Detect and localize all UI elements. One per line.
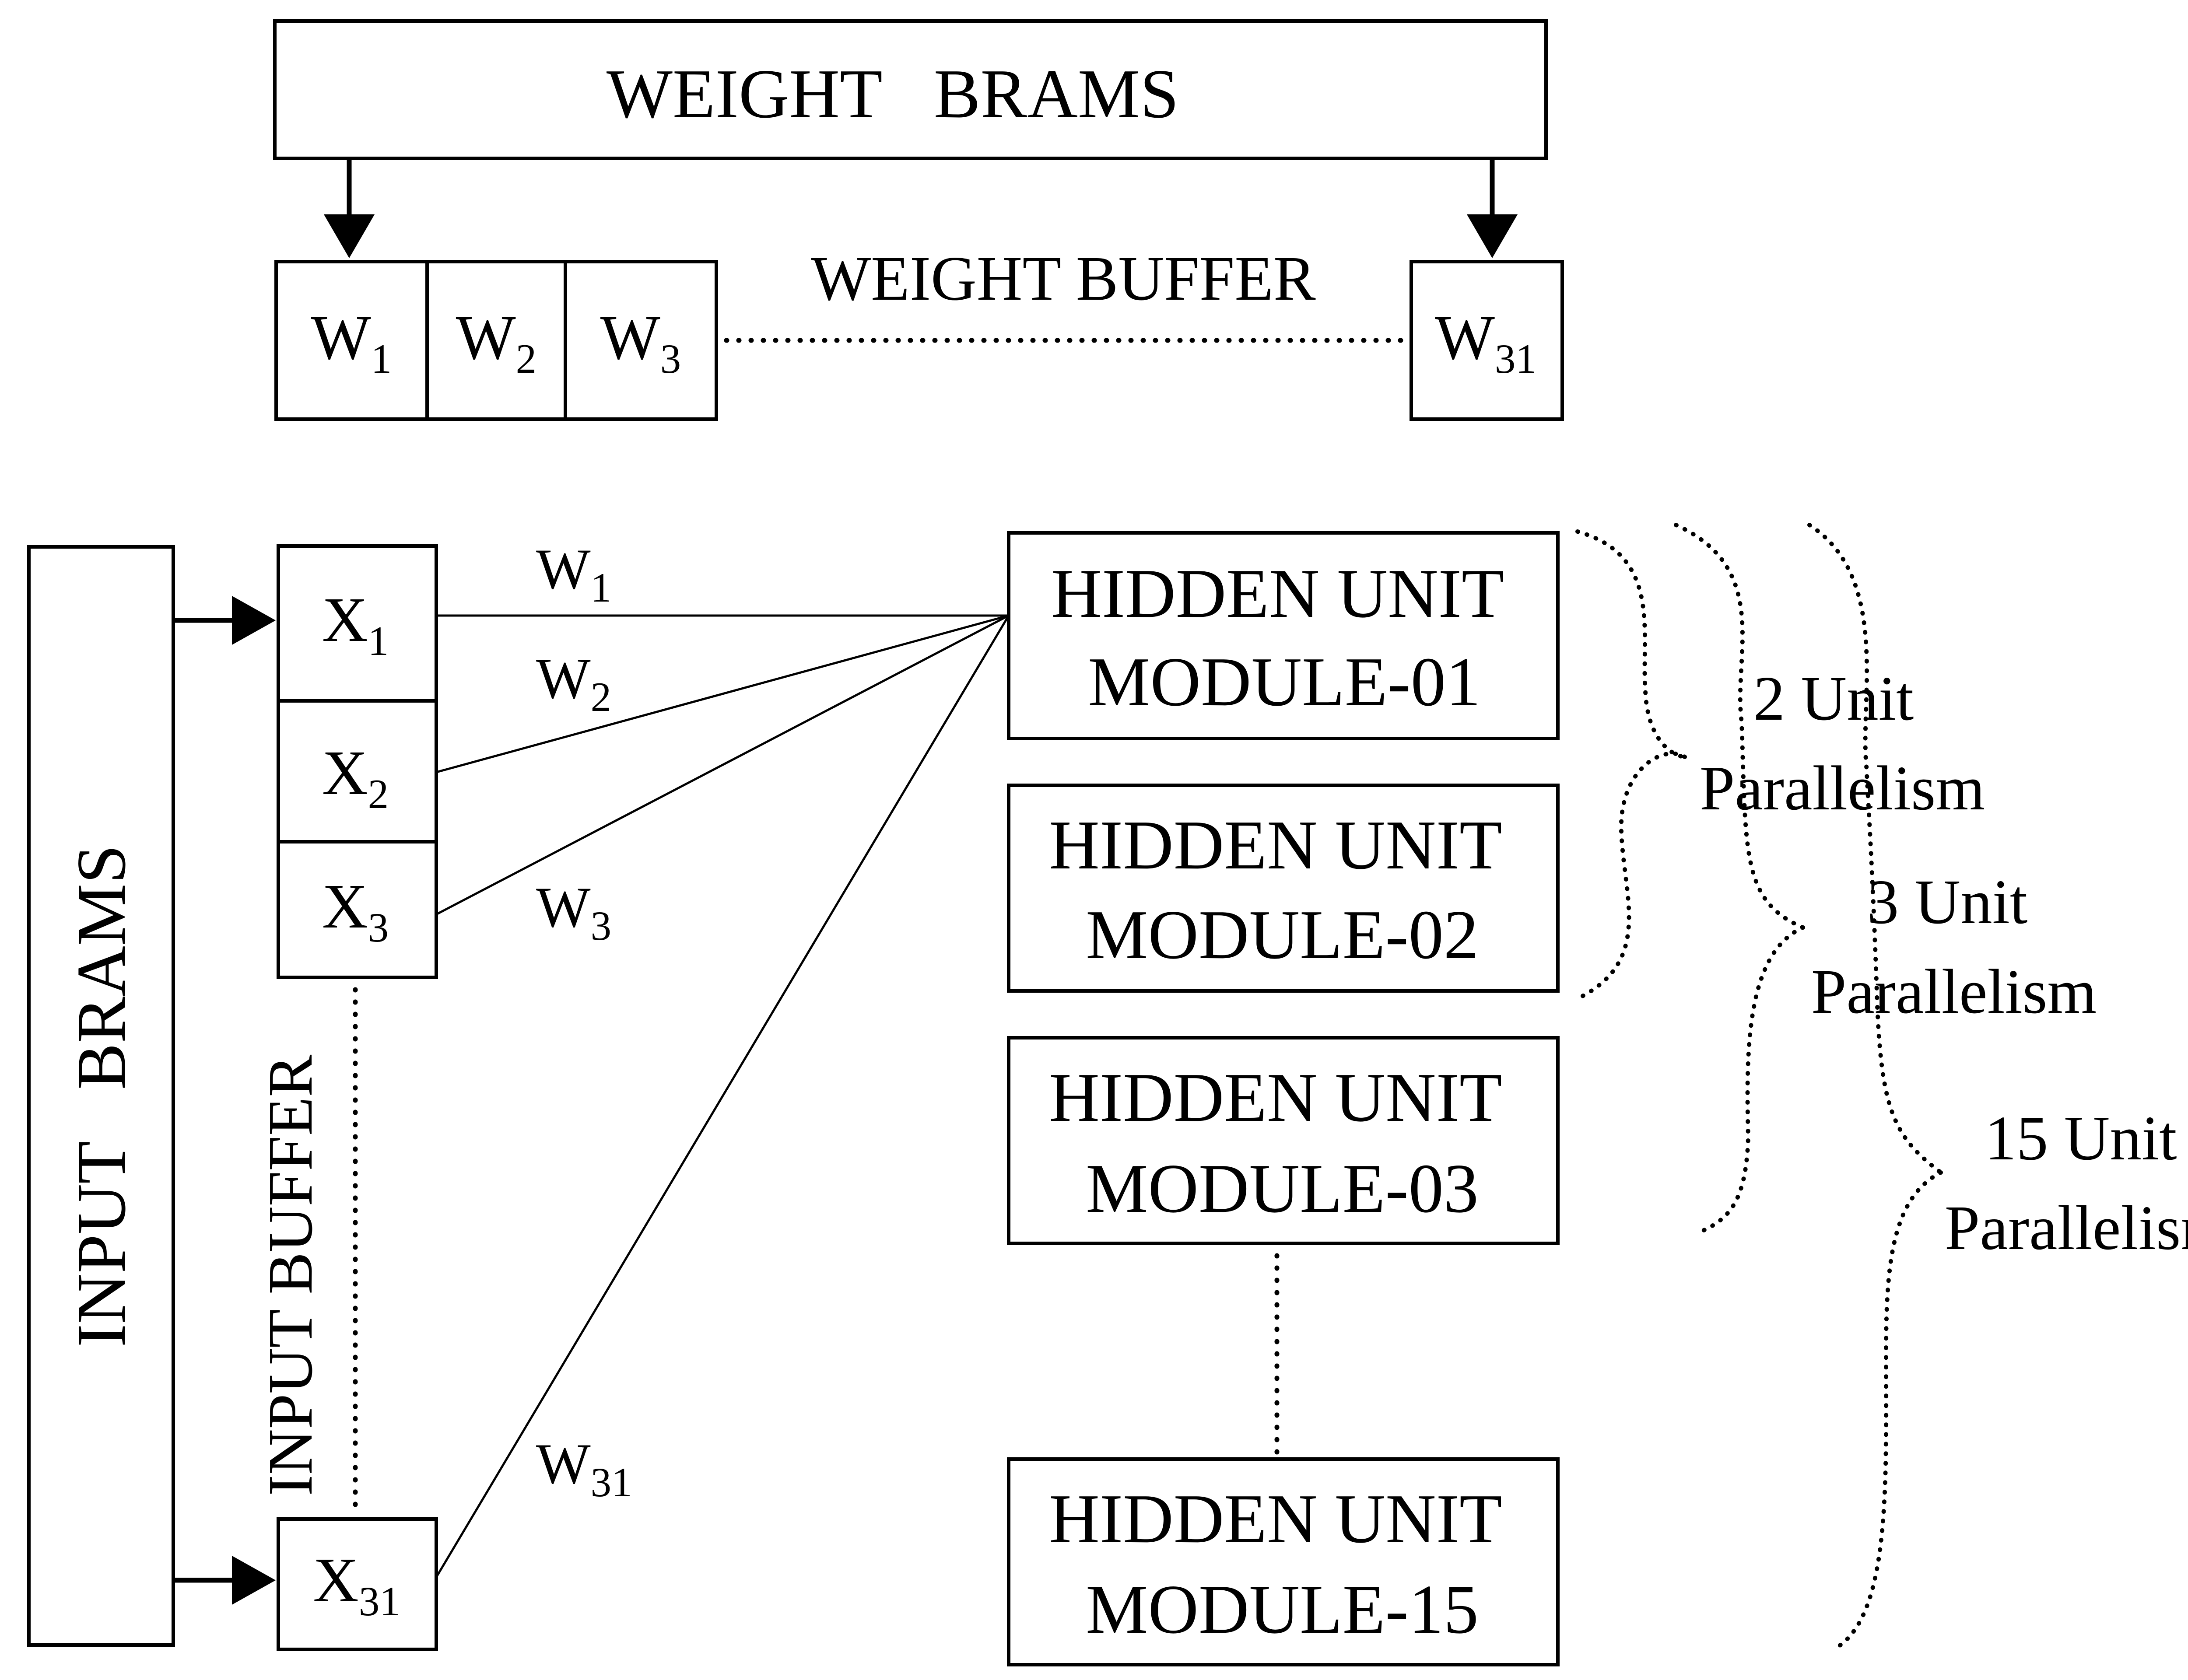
weight-cell-31-label: W31 [1435, 303, 1536, 382]
input-cell-2-label: X2 [322, 738, 389, 817]
weight-cell-1 [274, 260, 429, 421]
input-cell-3-label: X3 [322, 872, 389, 951]
input-cell-1 [277, 544, 438, 703]
connection-w31-label: W31 [536, 1432, 632, 1505]
parallelism-braces: 2 Unit Parallelism 3 Unit Parallelism 15… [1573, 523, 2188, 1652]
module-03-line1: HIDDEN UNIT [1049, 1058, 1502, 1136]
connection-w3-label: W3 [536, 875, 611, 949]
weight-cell-3 [564, 260, 718, 421]
input-cell-31 [277, 1517, 438, 1651]
parallelism-2-line2: Parallelism [1700, 753, 1985, 823]
parallelism-15-line2: Parallelism [1945, 1193, 2188, 1263]
weight-brams-block [273, 19, 1548, 160]
brace-15-unit [1807, 523, 1943, 1652]
module-15-line2: MODULE-15 [1086, 1570, 1479, 1648]
weight-cell-1-label: W1 [311, 303, 392, 382]
hidden-unit-module-01: HIDDEN UNIT MODULE-01 [1007, 531, 1560, 740]
input-cell-1-label: X1 [322, 585, 389, 664]
weight-brams-label: WEIGHT BRAMS [607, 55, 1179, 133]
weight-buffer: W1 W2 W3 W31 WEIGHT BUFFER [274, 244, 1564, 421]
connection-w3 [435, 614, 1010, 916]
weight-cell-2 [425, 260, 567, 421]
parallelism-15-line1: 15 Unit [1985, 1103, 2177, 1173]
module-15-line1: HIDDEN UNIT [1049, 1480, 1502, 1558]
brace-3-unit [1674, 523, 1805, 1236]
connection-w31 [435, 615, 1010, 1578]
weight-cell-31 [1410, 260, 1564, 421]
parallelism-2-line1: 2 Unit [1753, 664, 1914, 734]
input-cell-2 [277, 699, 438, 844]
hidden-unit-module-02: HIDDEN UNIT MODULE-02 [1007, 784, 1560, 993]
weighted-connections: W1 W2 W3 W31 [435, 537, 1010, 1578]
weight-buffer-label: WEIGHT BUFFER [811, 244, 1316, 314]
input-brams-label: INPUT BRAMS [62, 845, 140, 1347]
module-02-line1: HIDDEN UNIT [1049, 806, 1502, 884]
input-brams-block [27, 545, 175, 1647]
connection-w2-label: W2 [536, 646, 611, 720]
input-cell-31-label: X31 [313, 1545, 400, 1624]
hidden-unit-module-03: HIDDEN UNIT MODULE-03 [1007, 1036, 1560, 1245]
parallelism-3-line1: 3 Unit [1867, 867, 2028, 937]
input-arrows [173, 596, 276, 1605]
weight-arrows [324, 158, 1518, 258]
weight-cell-2-label: W2 [456, 303, 536, 382]
weight-cell-3-label: W3 [600, 303, 681, 382]
module-01-line2: MODULE-01 [1088, 643, 1481, 721]
hidden-unit-module-15: HIDDEN UNIT MODULE-15 [1007, 1457, 1560, 1666]
module-03-line2: MODULE-03 [1086, 1149, 1479, 1227]
input-buffer-label: INPUT BUFFER [256, 1054, 326, 1496]
module-01-line1: HIDDEN UNIT [1051, 554, 1504, 632]
brace-2-unit [1573, 529, 1687, 1002]
parallelism-3-line2: Parallelism [1811, 957, 2097, 1027]
input-cell-3 [277, 840, 438, 979]
connection-w2 [436, 614, 1009, 774]
input-buffer: X1 X2 X3 X31 INPUT BUFFER [256, 544, 438, 1651]
connection-w1-label: W1 [536, 537, 611, 611]
module-02-line2: MODULE-02 [1086, 896, 1479, 973]
